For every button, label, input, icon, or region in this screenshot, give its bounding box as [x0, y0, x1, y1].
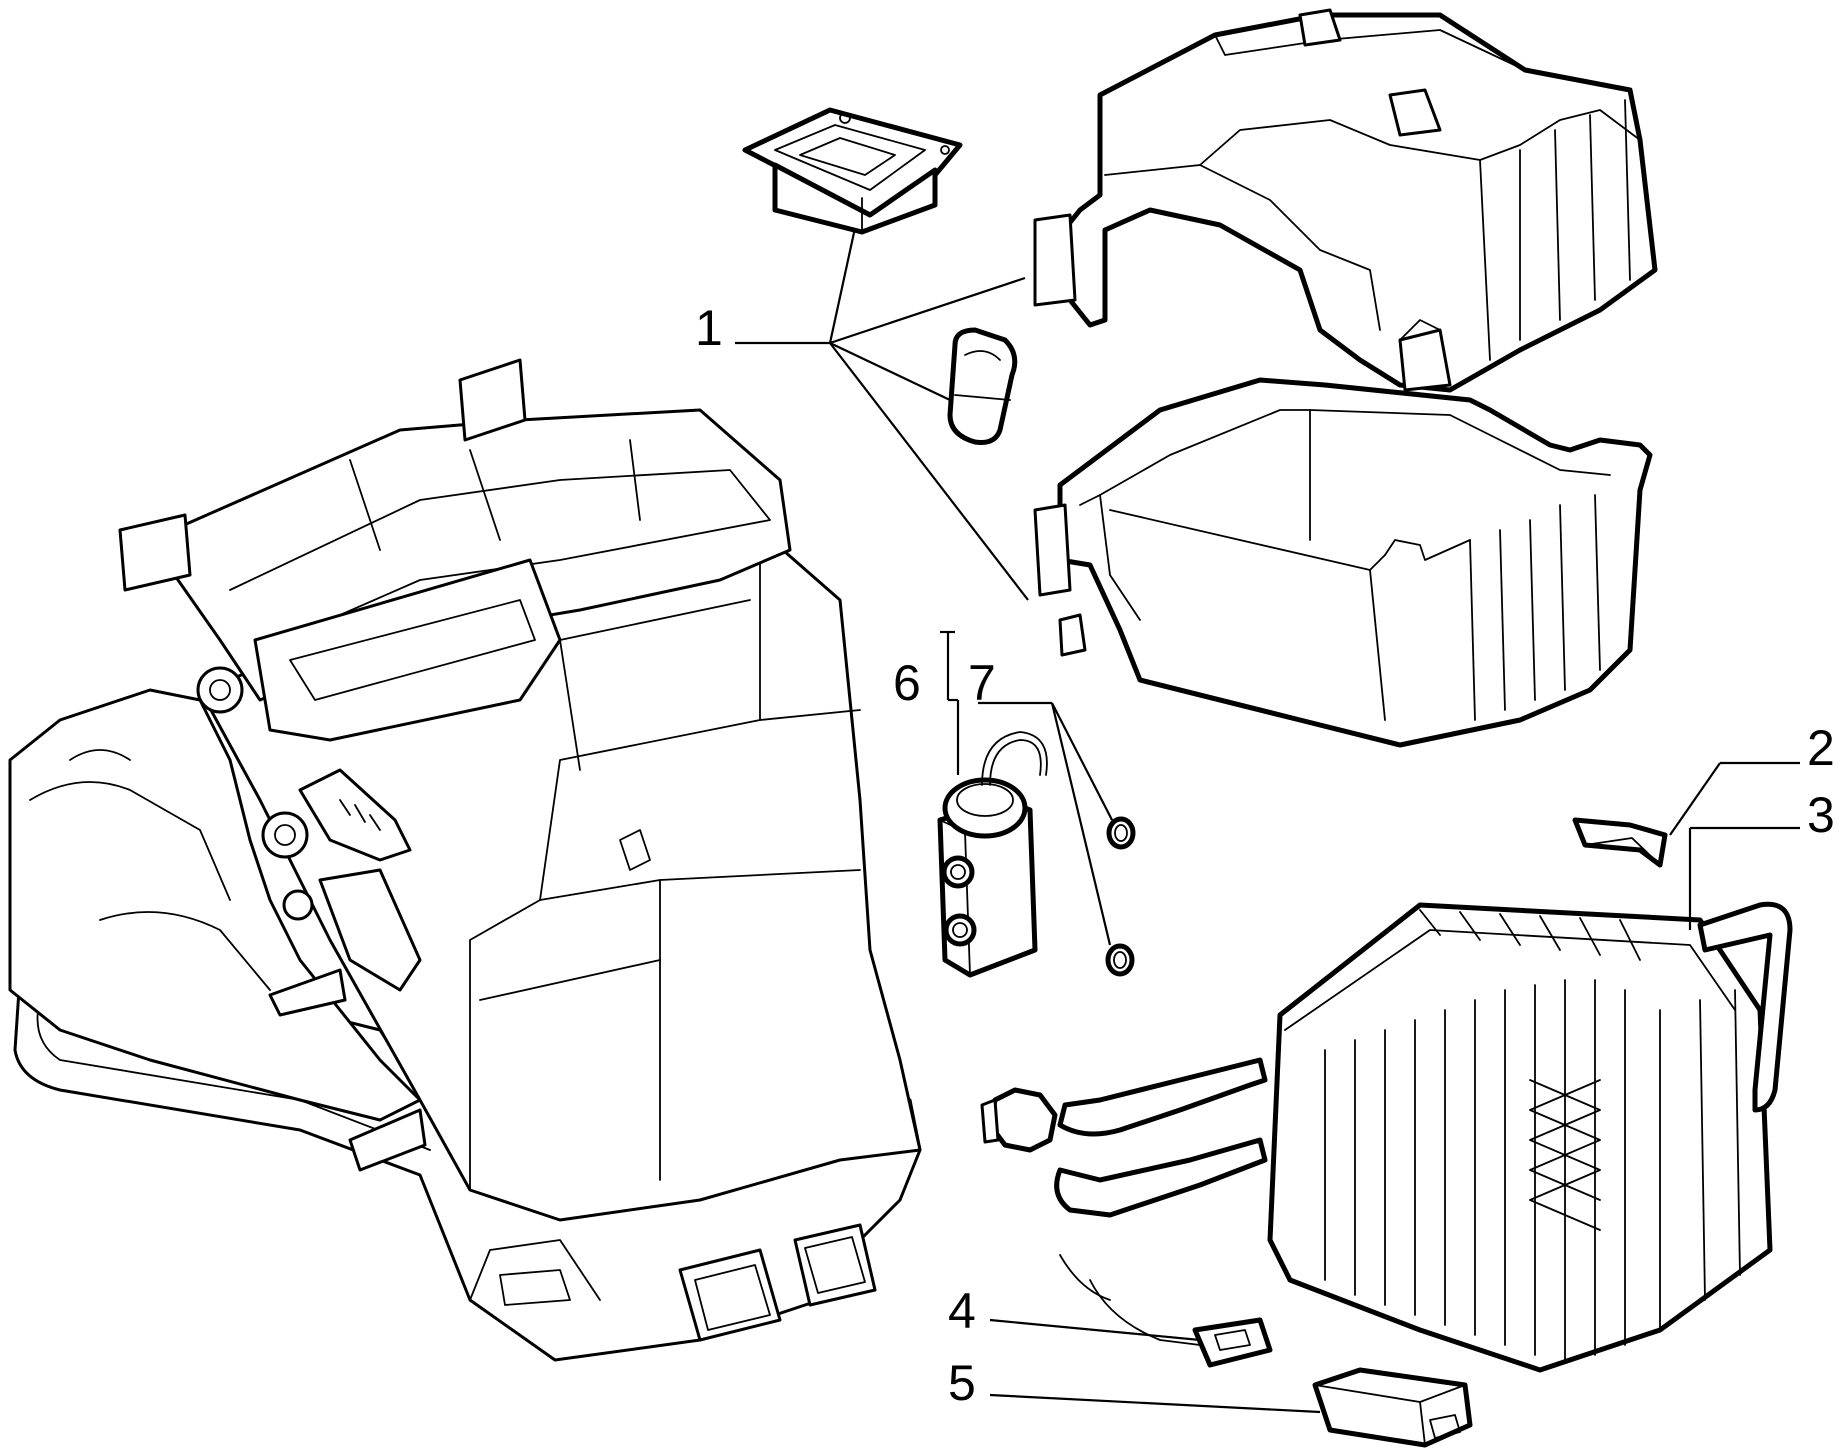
- expansion-valve: [937, 731, 1048, 978]
- evaporator-core: [980, 901, 1793, 1373]
- callout-2: 2: [1807, 720, 1835, 776]
- connector-block: [1312, 1367, 1473, 1448]
- callout-3: 3: [1807, 787, 1835, 843]
- callout-4: 4: [948, 1283, 976, 1339]
- heater-housing-assembly: [8, 358, 922, 1362]
- leader-lines: [735, 227, 1800, 1414]
- lower-evaporator-tray: [1033, 377, 1653, 748]
- upper-evaporator-cover: [1033, 8, 1658, 393]
- adapter-flange: [742, 107, 963, 235]
- oval-grommet: [947, 327, 1018, 445]
- temperature-sensor: [1059, 1254, 1273, 1368]
- callout-7: 7: [968, 655, 996, 711]
- callout-6: 6: [893, 655, 921, 711]
- clip: [1572, 817, 1668, 868]
- callout-1: 1: [695, 300, 723, 356]
- o-rings: [1105, 816, 1136, 977]
- callout-5: 5: [948, 1355, 976, 1411]
- callout-labels: 1 2 3 4 5 6 7: [695, 300, 1835, 1411]
